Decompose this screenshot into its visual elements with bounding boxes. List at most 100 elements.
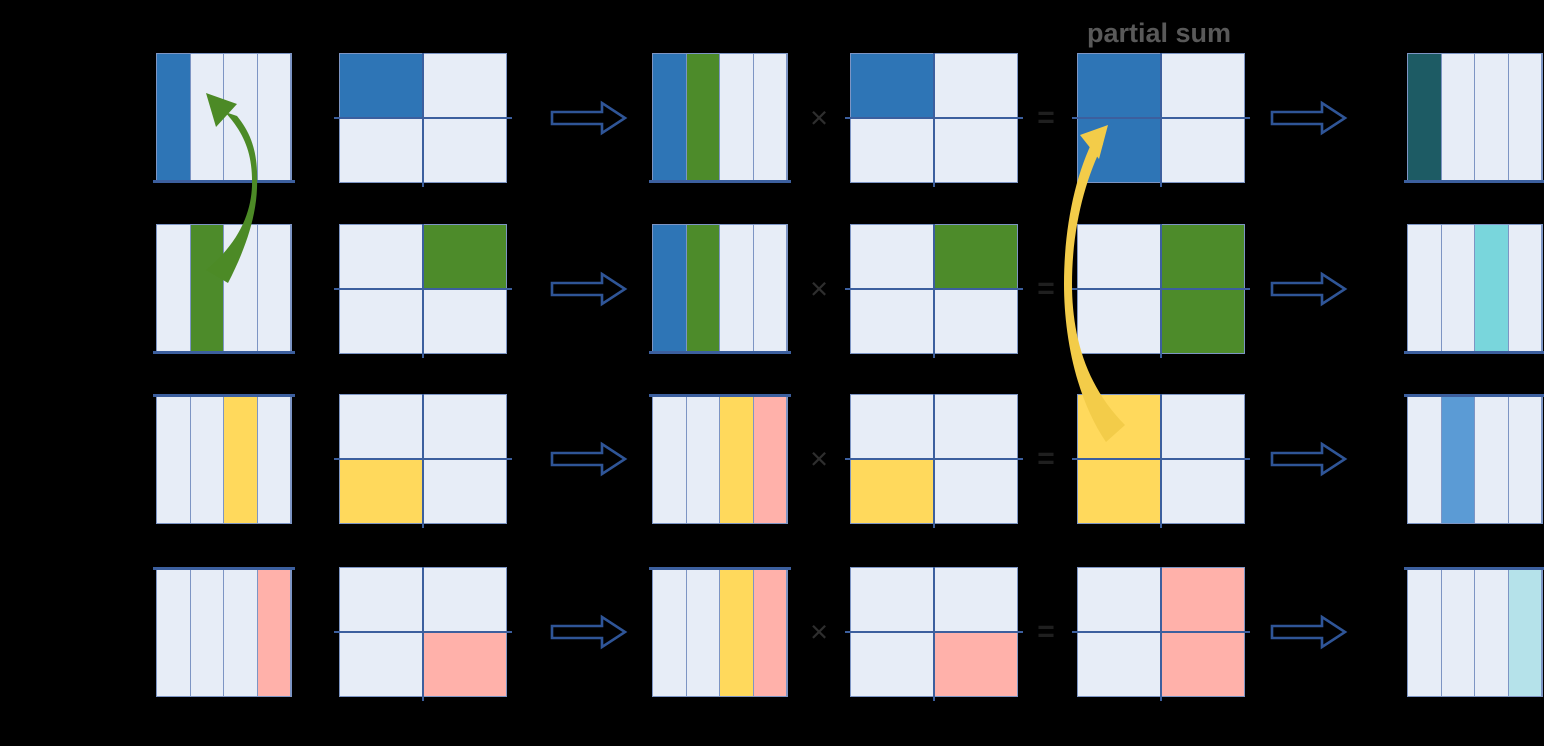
matrix-cell [339,53,423,118]
matrix-cell [339,567,423,632]
matrix-grid-line [422,567,424,701]
matrix-cell [339,224,423,289]
matrix-cell [1161,289,1245,354]
matrix-cell [257,568,291,696]
grouped-activation-vector [649,394,791,524]
matrix-grid-line [1072,458,1250,460]
weight-matrix [334,567,512,701]
matrix-cell [1077,53,1161,118]
matrix-cell [257,54,291,182]
matrix-edge-line [1404,567,1544,570]
matrix-grid-line [1160,53,1162,187]
matrix-cell [850,567,934,632]
matrix-cell [339,394,423,459]
matrix-cell [1161,632,1245,697]
matrix-grid-line [1160,567,1162,701]
matrix-cell [1441,54,1475,182]
matrix-cell [423,632,507,697]
result-vector [1404,567,1544,697]
matrix-cell [423,567,507,632]
output-arrow-icon [1270,100,1348,141]
matrix-cell [423,224,507,289]
matrix-cell [753,225,787,353]
matrix-cell [653,54,687,182]
matrix-cell [157,395,191,523]
matrix-edge-line [649,394,791,397]
matrix-edge-line [649,567,791,570]
matrix-cell [1077,632,1161,697]
matrix-cell [257,395,291,523]
matrix-edge-line [153,351,295,354]
matrix-cell [157,568,191,696]
matrix-cell [1077,459,1161,524]
matrix-cell [157,225,191,353]
matrix-cell [1408,395,1442,523]
matrix-grid-line [1072,631,1250,633]
transform-arrow-icon [550,100,628,141]
matrix-grid-line [845,117,1023,119]
matrix-cell [720,395,754,523]
matrix-cell [1508,395,1542,523]
matrix-cell [1475,395,1509,523]
matrix-cell [934,289,1018,354]
partial-sum-matrix [1072,53,1250,187]
matrix-cell [686,225,720,353]
matrix-cell [1077,224,1161,289]
matrix-cell [934,632,1018,697]
matrix-cell [1161,459,1245,524]
matrix-cell [1077,394,1161,459]
output-arrow-icon [1270,271,1348,312]
matrix-cell [653,395,687,523]
multiply-operator: × [809,614,829,649]
matrix-cell [423,53,507,118]
matrix-grid-line [334,117,512,119]
matrix-cell [686,395,720,523]
matrix-cell [753,568,787,696]
multiplier-matrix [845,567,1023,701]
matrix-grid-line [845,631,1023,633]
output-arrow-icon [1270,614,1348,655]
grouped-activation-vector [649,224,791,354]
partial-sum-matrix [1072,224,1250,358]
matrix-cell [1475,54,1509,182]
matrix-cell [850,289,934,354]
matrix-grid-line [422,394,424,528]
matrix-cell [850,632,934,697]
result-vector [1404,224,1544,354]
matrix-cell [720,225,754,353]
matrix-cell [1161,53,1245,118]
matrix-cell [934,567,1018,632]
weight-matrix [334,224,512,358]
matrix-grid-line [334,288,512,290]
result-vector [1404,394,1544,524]
weight-matrix [334,394,512,528]
matrix-cell [653,568,687,696]
matrix-cell [339,289,423,354]
activation-vector [153,394,295,524]
matrix-cell [1508,568,1542,696]
matrix-cell [850,394,934,459]
partial-sum-label: partial sum [1087,18,1232,48]
matrix-grid-line [933,567,935,701]
equals-operator: = [1037,615,1055,648]
matrix-cell [653,225,687,353]
grouped-activation-vector [649,53,791,183]
equals-operator: = [1037,272,1055,305]
matrix-edge-line [153,394,295,397]
matrix-grid-line [933,394,935,528]
multiply-operator: × [809,100,829,135]
matrix-cell [850,459,934,524]
partial-sum-matrix [1072,567,1250,701]
matrix-edge-line [649,351,791,354]
equals-operator: = [1037,101,1055,134]
multiplier-matrix [845,224,1023,358]
matrix-grid-line [422,53,424,187]
matrix-cell [686,54,720,182]
matrix-cell [1161,224,1245,289]
multiply-operator: × [809,441,829,476]
matrix-grid-line [1072,288,1250,290]
matrix-cell [720,568,754,696]
matrix-cell [423,118,507,183]
matrix-cell [339,459,423,524]
matrix-cell [423,289,507,354]
